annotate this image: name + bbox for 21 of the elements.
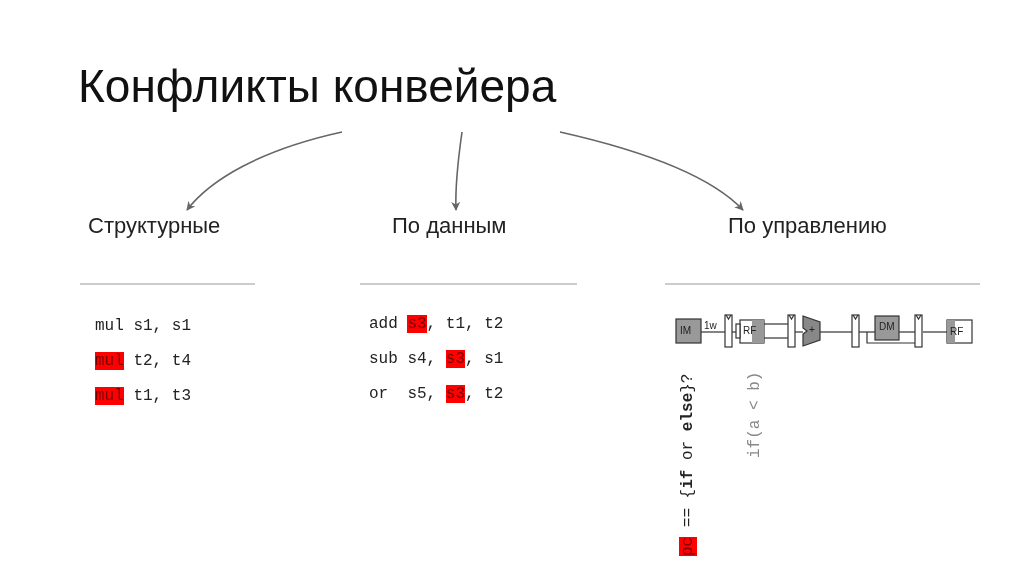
code-line: mul s1, s1 [95,316,191,336]
rotated-code: pc == {if or else}? [678,373,698,556]
unit-label: + [809,324,815,336]
arrow [186,131,343,211]
category-heading: По данным [392,212,507,240]
arrow [451,131,463,211]
code-line: add s3, t1, t2 [369,314,504,334]
unit-label: IM [680,325,692,337]
unit-label: DM [879,321,895,333]
signal-label: 1w [704,320,717,332]
code-line: sub s4, s3, s1 [369,349,504,369]
unit-label: RF [743,325,757,337]
category-heading: По управлению [728,212,887,240]
code-line: or s5, s3, t2 [369,384,504,404]
category-heading: Структурные [88,212,221,240]
title-text: Конфликты конвейера [78,58,557,114]
code-line: mul t1, t3 [95,386,192,406]
unit-label: RF [950,326,964,338]
code-line: mul t2, t4 [95,351,192,371]
rotated-code: if(a < b) [745,371,765,458]
arrow [559,131,744,211]
